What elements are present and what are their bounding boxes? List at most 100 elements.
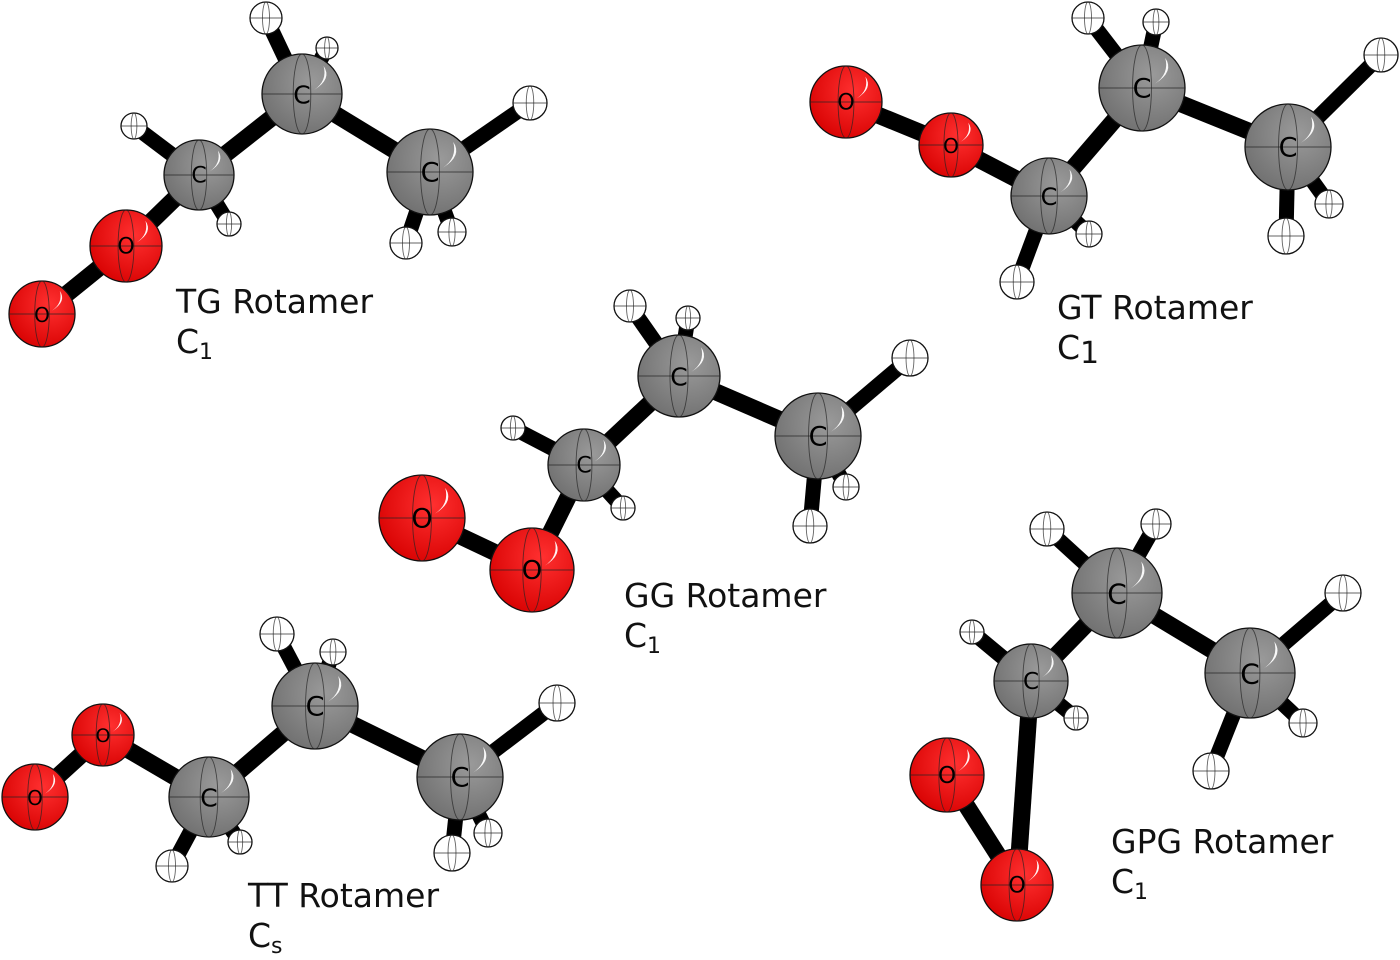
gt-rotamer-symmetry: C1 (1057, 328, 1253, 372)
gpg-rotamer-symmetry: C1 (1111, 862, 1333, 906)
gg-hydrogen-atom-8 (675, 305, 701, 331)
tg-hydrogen-atom-11 (437, 217, 467, 247)
gg-hydrogen-atom-11 (832, 473, 860, 501)
tt-symmetry-symbol: C (248, 915, 272, 955)
gg-carbon-atom-3: C (637, 334, 721, 418)
gpg-carbon-atom-2: C (993, 643, 1069, 719)
gpg-rotamer-caption: GPG Rotamer C1 (1111, 822, 1333, 906)
tg-carbon-atom-3: C (261, 53, 343, 135)
gt-hydrogen-atom-11 (1314, 189, 1344, 219)
gg-rotamer-symmetry: C1 (624, 616, 826, 660)
tg-carbon-atom-4: C (386, 128, 474, 216)
gpg-carbon-label-3: C (1107, 578, 1127, 611)
gg-hydrogen-atom-7 (613, 289, 647, 323)
tg-hydrogen-atom-7 (249, 1, 283, 35)
gt-carbon-atom-3: C (1098, 44, 1186, 132)
gt-carbon-label-4: C (1279, 133, 1298, 164)
tg-carbon-label-3: C (293, 81, 310, 110)
tt-hydrogen-atom-5 (155, 849, 189, 883)
tg-hydrogen-atom-5 (120, 112, 148, 140)
gpg-oxygen-atom-0: O (909, 737, 985, 813)
gg-carbon-label-3: C (670, 363, 687, 392)
tg-rotamer-name: TG Rotamer (176, 282, 374, 321)
gt-hydrogen-atom-5 (999, 264, 1035, 300)
gg-symmetry-symbol: C (624, 615, 648, 655)
tt-carbon-atom-2: C (168, 756, 250, 838)
gt-carbon-atom-4: C (1244, 103, 1332, 191)
gg-hydrogen-atom-6 (610, 495, 636, 521)
gt-symmetry-subscript: 1 (1080, 335, 1100, 371)
gpg-carbon-label-2: C (1023, 669, 1039, 695)
tt-hydrogen-atom-11 (473, 818, 503, 848)
gpg-hydrogen-atom-11 (1288, 708, 1318, 738)
tt-oxygen-atom-1: O (71, 703, 135, 767)
tt-hydrogen-atom-9 (538, 684, 576, 722)
gt-hydrogen-atom-7 (1071, 1, 1105, 35)
gpg-hydrogen-atom-5 (959, 619, 985, 645)
gg-carbon-atom-2: C (547, 428, 621, 502)
gpg-rotamer-name: GPG Rotamer (1111, 822, 1334, 861)
tt-rotamer-name: TT Rotamer (248, 876, 440, 915)
gg-carbon-label-4: C (809, 422, 828, 453)
gg-oxygen-atom-1: O (489, 527, 575, 613)
tg-oxygen-label-1: O (117, 235, 134, 260)
tt-hydrogen-atom-10 (433, 834, 471, 872)
gg-hydrogen-atom-10 (792, 508, 828, 544)
gt-hydrogen-atom-10 (1267, 217, 1305, 255)
gt-oxygen-atom-0: O (809, 65, 883, 139)
gt-oxygen-atom-1: O (918, 112, 984, 178)
gpg-carbon-atom-4: C (1204, 627, 1296, 719)
tt-hydrogen-atom-8 (319, 638, 347, 666)
tt-hydrogen-atom-6 (227, 829, 253, 855)
tg-carbon-atom-2: C (163, 139, 235, 211)
tt-carbon-label-2: C (200, 784, 217, 813)
tg-symmetry-symbol: C (176, 321, 200, 361)
gpg-hydrogen-atom-7 (1029, 511, 1065, 547)
gg-hydrogen-atom-9 (891, 339, 929, 377)
gg-rotamer-name: GG Rotamer (624, 576, 827, 615)
tg-oxygen-atom-1: O (89, 209, 163, 283)
tt-symmetry-subscript: s (271, 933, 283, 959)
tg-oxygen-label-0: O (34, 303, 50, 327)
gg-oxygen-atom-0: O (378, 474, 466, 562)
gg-symmetry-subscript: 1 (647, 633, 662, 659)
tt-carbon-atom-3: C (271, 662, 359, 750)
gpg-symmetry-symbol: C (1111, 861, 1135, 901)
gt-carbon-atom-2: C (1010, 157, 1088, 235)
gpg-hydrogen-atom-6 (1063, 705, 1089, 731)
gt-rotamer-name: GT Rotamer (1057, 288, 1253, 327)
gg-carbon-label-2: C (576, 454, 591, 479)
gt-rotamer-caption: GT Rotamer C1 (1057, 288, 1253, 372)
tg-hydrogen-atom-6 (216, 211, 242, 237)
gt-oxygen-label-0: O (837, 91, 854, 116)
gg-carbon-atom-4: C (774, 392, 862, 480)
gt-symmetry-symbol: C (1057, 327, 1081, 367)
tg-rotamer-caption: TG Rotamer C1 (176, 282, 373, 366)
tt-oxygen-atom-0: O (1, 763, 69, 831)
tt-carbon-label-4: C (451, 763, 470, 794)
gt-hydrogen-atom-6 (1075, 220, 1103, 248)
gpg-carbon-atom-3: C (1071, 547, 1163, 639)
bond-layer (29, 13, 1387, 890)
gt-carbon-label-3: C (1133, 74, 1152, 105)
gg-oxygen-label-1: O (522, 556, 542, 586)
gg-rotamer-caption: GG Rotamer C1 (624, 576, 826, 660)
gt-oxygen-label-1: O (943, 134, 959, 158)
gpg-symmetry-subscript: 1 (1134, 879, 1149, 905)
tg-hydrogen-atom-9 (512, 85, 548, 121)
gt-carbon-label-2: C (1041, 183, 1058, 211)
tg-hydrogen-atom-10 (389, 226, 423, 260)
tg-carbon-label-2: C (191, 164, 206, 189)
gpg-carbon-label-4: C (1240, 658, 1260, 691)
gpg-hydrogen-atom-9 (1324, 574, 1362, 612)
tt-oxygen-label-0: O (27, 786, 43, 810)
gt-hydrogen-atom-8 (1142, 8, 1170, 36)
tg-rotamer-symmetry: C1 (176, 322, 373, 366)
gt-hydrogen-atom-9 (1363, 37, 1399, 73)
tt-carbon-label-3: C (306, 692, 325, 723)
gpg-oxygen-atom-1: O (980, 848, 1054, 922)
tg-hydrogen-atom-8 (315, 36, 339, 60)
tt-hydrogen-atom-7 (259, 616, 295, 652)
